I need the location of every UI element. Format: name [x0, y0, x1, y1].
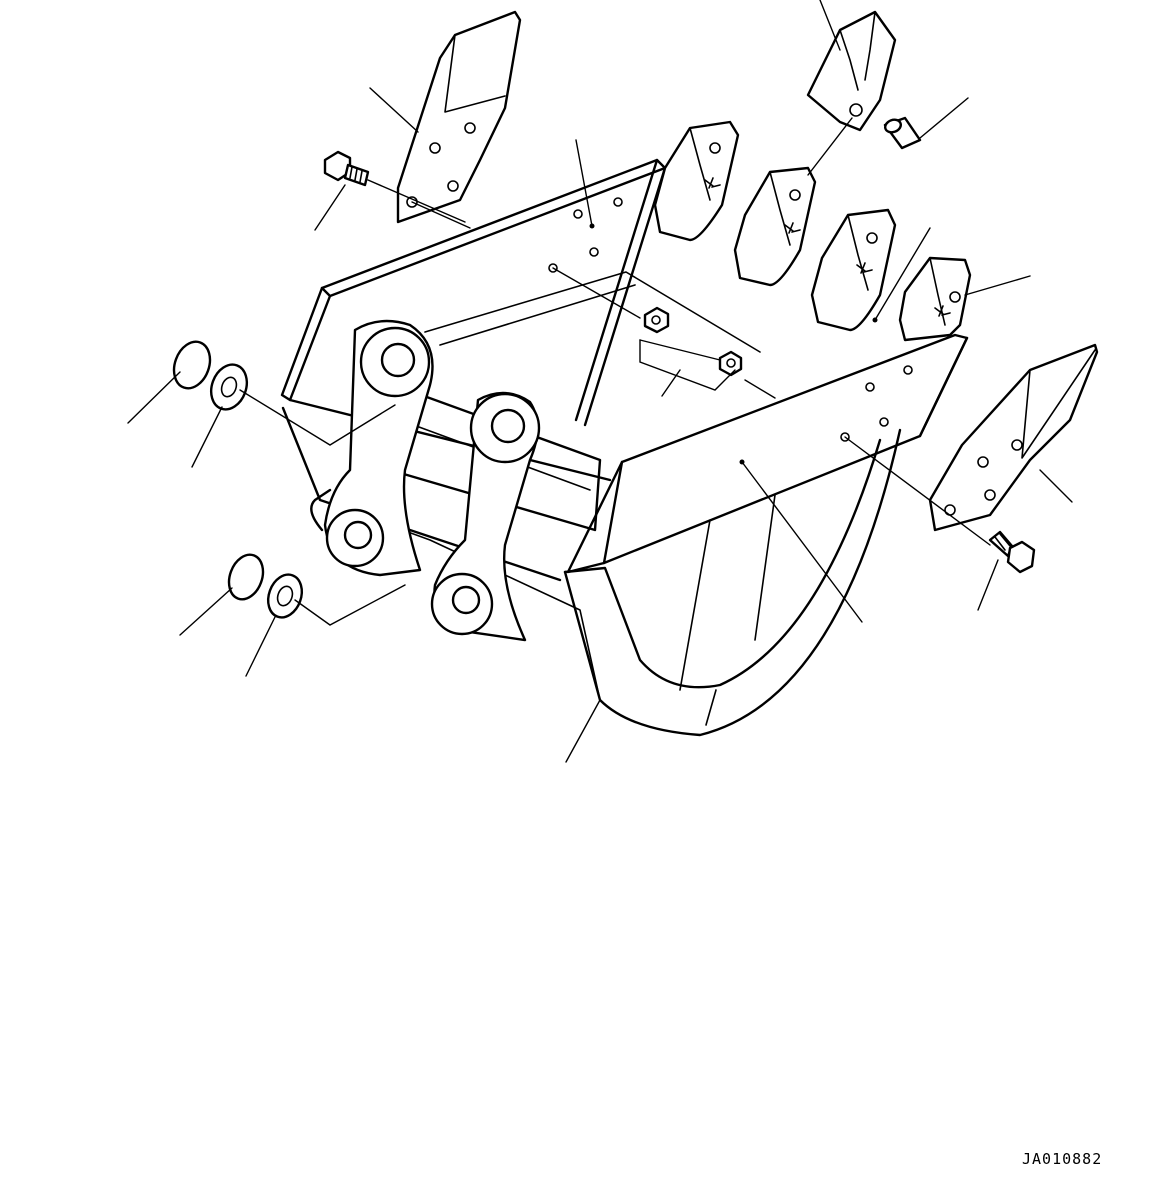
side-cutter-lower — [928, 343, 1099, 532]
nut-2 — [718, 350, 743, 377]
shim-upper — [172, 340, 212, 390]
tooth-adapters — [653, 120, 972, 342]
side-cutter-upper — [396, 10, 522, 224]
drawing-id-label: JA010882 — [1022, 1150, 1103, 1168]
washer-lower — [266, 573, 304, 619]
bolt-upper — [323, 150, 370, 187]
shim-lower — [227, 553, 265, 601]
tooth-adapter-2 — [733, 166, 817, 287]
tooth-pin — [883, 116, 922, 150]
washer-upper — [209, 363, 249, 411]
bolt-lower — [988, 530, 1036, 574]
nut-1 — [643, 306, 670, 334]
tooth-adapter-4 — [898, 256, 972, 342]
bucket-body — [280, 158, 969, 737]
tooth-adapter-3 — [810, 208, 897, 332]
leader-lines — [127, 0, 1073, 763]
tooth-point — [806, 10, 897, 132]
tooth-adapter-1 — [653, 120, 740, 242]
pin-brackets — [310, 319, 541, 642]
